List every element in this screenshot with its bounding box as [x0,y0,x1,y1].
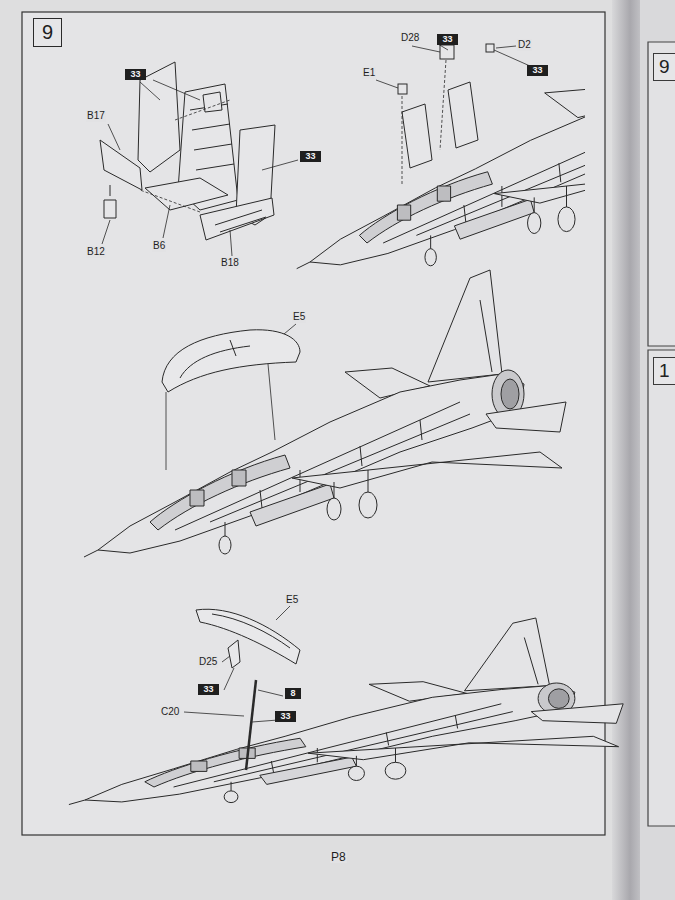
paint-callout: 8 [285,688,301,699]
step-number: 9 [653,53,675,81]
part-label: C20 [160,706,180,718]
step-number-text: 9 [42,21,53,43]
paint-callout: 33 [275,711,296,722]
paint-number: 33 [203,684,213,694]
part-label: E5 [292,311,306,323]
part-label: E5 [285,594,299,606]
paint-number: 33 [280,711,290,721]
part-label: D25 [198,656,218,668]
step-number-text: 1 [659,360,670,381]
step-number-text: 9 [659,56,670,77]
part-label: E1 [362,67,376,79]
paint-number: 33 [305,151,315,161]
step-number: 9 [33,18,62,47]
paint-number: 8 [290,688,295,698]
paint-callout: 33 [300,151,321,162]
paint-callout: 33 [437,34,458,45]
step-number: 1 [653,357,675,385]
part-label: D2 [517,39,532,51]
paint-callout: 33 [527,65,548,76]
paint-callout: 33 [198,684,219,695]
paint-callout: 33 [125,69,146,80]
part-label: B6 [152,240,166,252]
part-label: B17 [86,110,106,122]
part-label: B18 [220,257,240,269]
paint-number: 33 [130,69,140,79]
part-label: D28 [400,32,420,44]
paint-number: 33 [532,65,542,75]
paint-number: 33 [442,34,452,44]
part-label: B12 [86,246,106,258]
page-number: P8 [330,851,347,863]
